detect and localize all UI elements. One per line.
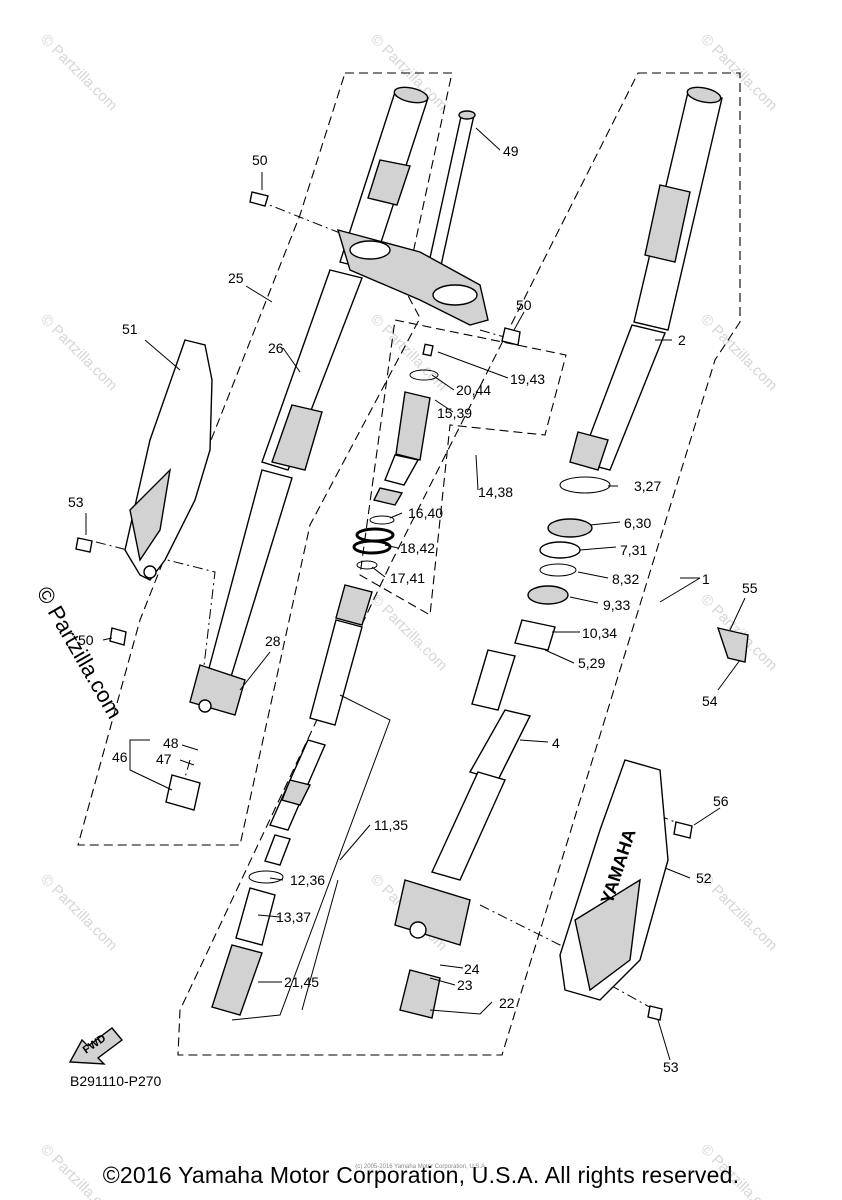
- watermark-text: © Partzilla.com: [37, 871, 120, 954]
- callout-47: 47: [156, 751, 172, 767]
- callout-1: 1: [702, 571, 710, 587]
- centerline: [256, 199, 346, 236]
- callout-4: 4: [552, 735, 560, 751]
- callout-19-43: 19,43: [510, 371, 545, 387]
- watermark-text: © Partzilla.com: [37, 31, 120, 114]
- callout-17-41: 17,41: [390, 570, 425, 586]
- callout-16-40: 16,40: [408, 505, 443, 521]
- left-fork-assembly-outline: [77, 72, 453, 846]
- damper-assembly-outline: [359, 319, 567, 616]
- leader-lines: [85, 127, 746, 1061]
- callout-23: 23: [457, 977, 473, 993]
- callout-7-31: 7,31: [620, 542, 647, 558]
- centerline: [479, 329, 516, 341]
- callout-22: 22: [499, 995, 515, 1011]
- fwd-direction-arrow: FWD: [68, 1027, 124, 1065]
- steering-stem-and-bracket: [336, 110, 489, 326]
- callout-18-42: 18,42: [400, 540, 435, 556]
- callout-50: 50: [78, 632, 94, 648]
- watermark-main-text: © Partzilla.com: [32, 582, 128, 723]
- callout-8-32: 8,32: [612, 571, 639, 587]
- callout-24: 24: [464, 961, 480, 977]
- callout-51: 51: [122, 321, 138, 337]
- callout-10-34: 10,34: [582, 625, 617, 641]
- callout-25: 25: [228, 270, 244, 286]
- callout-5-29: 5,29: [578, 655, 605, 671]
- callout-15-39: 15,39: [437, 405, 472, 421]
- left-fork-guard: [124, 339, 213, 581]
- callout-14-38: 14,38: [478, 484, 513, 500]
- callout-labels: 50 49 25 50 51 26 2 19,43 20,44 15,39 14…: [68, 143, 758, 1089]
- diagram-code: B291110-P270: [70, 1073, 162, 1089]
- callout-55: 55: [742, 580, 758, 596]
- bolts: [75, 191, 693, 1021]
- left-outer-tube: [189, 86, 429, 716]
- callout-54: 54: [702, 693, 718, 709]
- callout-9-33: 9,33: [603, 597, 630, 613]
- callout-49: 49: [503, 143, 519, 159]
- callout-2: 2: [678, 332, 686, 348]
- copyright-fine-print: (c) 2005-2016 Yamaha Motor Corporation, …: [355, 1164, 487, 1170]
- callout-26: 26: [268, 340, 284, 356]
- cable-bracket: [716, 627, 749, 663]
- callout-3-27: 3,27: [634, 478, 661, 494]
- damper-cartridge: [211, 343, 439, 1016]
- copyright-notice: ©2016 Yamaha Motor Corporation, U.S.A. A…: [102, 1162, 740, 1188]
- callout-50: 50: [516, 297, 532, 313]
- callout-20-44: 20,44: [456, 382, 491, 398]
- callout-13-37: 13,37: [276, 909, 311, 925]
- callout-28: 28: [265, 633, 281, 649]
- callout-52: 52: [696, 870, 712, 886]
- centerline: [179, 759, 191, 796]
- callout-50: 50: [252, 152, 268, 168]
- callout-21-45: 21,45: [284, 974, 319, 990]
- centerline: [479, 904, 601, 966]
- callout-53: 53: [68, 494, 84, 510]
- callout-53: 53: [663, 1059, 679, 1075]
- watermark-text: © Partzilla.com: [37, 311, 120, 394]
- callout-56: 56: [713, 793, 729, 809]
- right-outer-tube: [569, 86, 723, 471]
- callout-6-30: 6,30: [624, 515, 651, 531]
- callout-46: 46: [112, 749, 128, 765]
- centerline: [609, 984, 656, 1011]
- right-inner-tube: [394, 649, 532, 1019]
- callout-12-36: 12,36: [290, 872, 325, 888]
- right-seal-stack: [514, 476, 611, 651]
- callout-48: 48: [163, 735, 179, 751]
- right-fork-guard: YAMAHA: [559, 759, 669, 1001]
- callout-11-35: 11,35: [374, 817, 408, 833]
